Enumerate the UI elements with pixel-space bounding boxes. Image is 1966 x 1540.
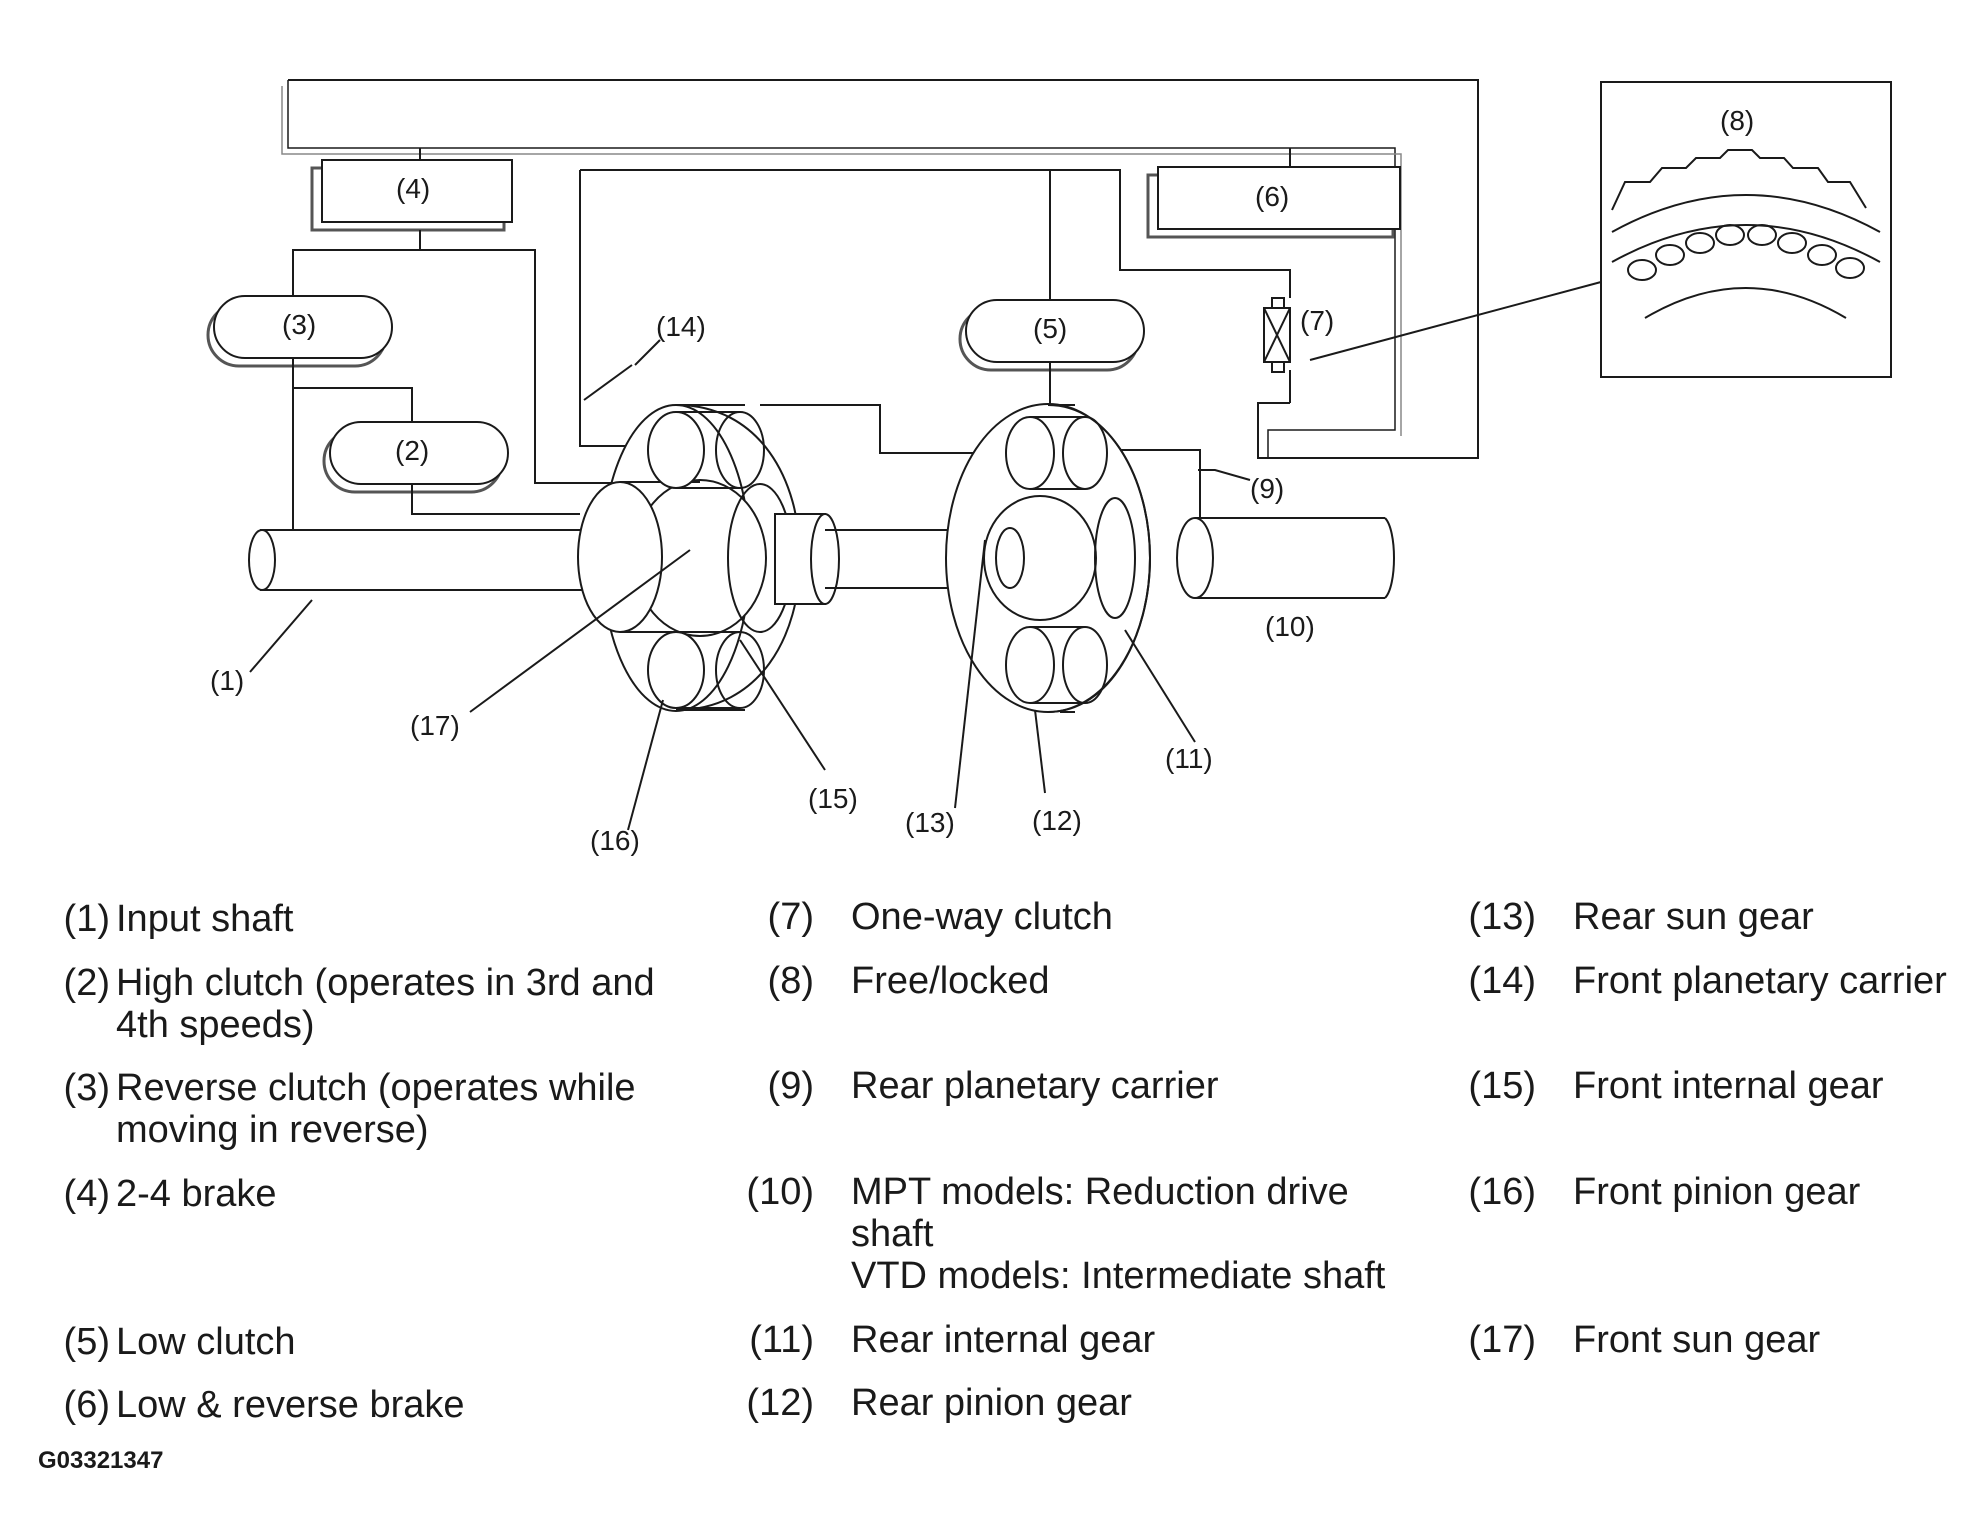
legend-text: Rear planetary carrier — [851, 1065, 1219, 1107]
legend-number: (2) — [63, 962, 110, 1004]
legend-text: Free/locked — [851, 960, 1050, 1002]
legend-text: Low clutch — [116, 1321, 296, 1363]
figure-id: G03321347 — [38, 1447, 164, 1474]
reduction-drive-shaft — [1176, 517, 1395, 599]
callout-labels: (1) (2) (3) (4) (5) (6) (7) (8) (9) (10)… — [210, 105, 1754, 856]
legend-text: Rear sun gear — [1573, 896, 1814, 938]
legend-number: (1) — [63, 898, 110, 940]
callout-11: (11) — [1165, 743, 1213, 774]
transmission-housing — [288, 79, 1479, 459]
one-way-clutch-detail — [1600, 81, 1892, 378]
callout-14: (14) — [656, 311, 706, 342]
callout-2: (2) — [395, 435, 429, 466]
callout-3: (3) — [282, 309, 316, 340]
legend-number: (6) — [63, 1384, 110, 1426]
legend-number: (16) — [1468, 1171, 1536, 1213]
legend-text: Rear pinion gear — [851, 1382, 1132, 1424]
legend-text: Input shaft — [116, 898, 294, 940]
clutch-high — [322, 421, 509, 494]
brake-2-4 — [310, 159, 513, 232]
legend-text: Front pinion gear — [1573, 1171, 1861, 1213]
legend-text: Reverse clutch (operates while moving in… — [116, 1067, 636, 1151]
callout-12: (12) — [1032, 805, 1082, 836]
legend-number: (12) — [746, 1382, 814, 1424]
legend-text: Front planetary carrier — [1573, 960, 1947, 1002]
callout-5: (5) — [1033, 313, 1067, 344]
callout-8: (8) — [1720, 105, 1754, 136]
legend-text: High clutch (operates in 3rd and 4th spe… — [116, 962, 655, 1046]
front-planetary-gear-set — [577, 404, 840, 712]
legend-text: MPT models: Reduction drive shaft VTD mo… — [851, 1171, 1386, 1297]
callout-17: (17) — [410, 710, 460, 741]
legend-number: (13) — [1468, 896, 1536, 938]
legend-number: (17) — [1468, 1319, 1536, 1361]
legend-text: Front sun gear — [1573, 1319, 1821, 1361]
legend-number: (15) — [1468, 1065, 1536, 1107]
legend-text: 2-4 brake — [116, 1173, 277, 1215]
housing-inner — [287, 80, 1396, 458]
callout-16: (16) — [590, 825, 640, 856]
legend-text: Front internal gear — [1573, 1065, 1884, 1107]
callout-6: (6) — [1255, 181, 1289, 212]
legend-number: (11) — [749, 1319, 814, 1361]
legend-number: (8) — [767, 960, 814, 1002]
rear-planetary-gear-set — [945, 403, 1152, 713]
legend-text: Low & reverse brake — [116, 1384, 465, 1426]
callout-15: (15) — [808, 783, 858, 814]
callout-7: (7) — [1300, 305, 1334, 336]
brake-low-reverse — [1146, 166, 1401, 239]
one-way-clutch — [1263, 297, 1291, 373]
legend-number: (9) — [767, 1065, 814, 1107]
callout-13: (13) — [905, 807, 955, 838]
legend-number: (7) — [767, 896, 814, 938]
legend-number: (5) — [63, 1321, 110, 1363]
callout-1: (1) — [210, 665, 244, 696]
callout-9: (9) — [1250, 473, 1284, 504]
callout-10: (10) — [1265, 611, 1315, 642]
legend-number: (3) — [63, 1067, 110, 1109]
clutch-reverse — [206, 295, 393, 368]
legend-text: Rear internal gear — [851, 1319, 1156, 1361]
callout-4: (4) — [396, 173, 430, 204]
legend-text: One-way clutch — [851, 896, 1113, 938]
legend-number: (14) — [1468, 960, 1536, 1002]
legend-number: (10) — [746, 1171, 814, 1213]
legend-number: (4) — [63, 1173, 110, 1215]
clutch-low — [958, 299, 1145, 372]
